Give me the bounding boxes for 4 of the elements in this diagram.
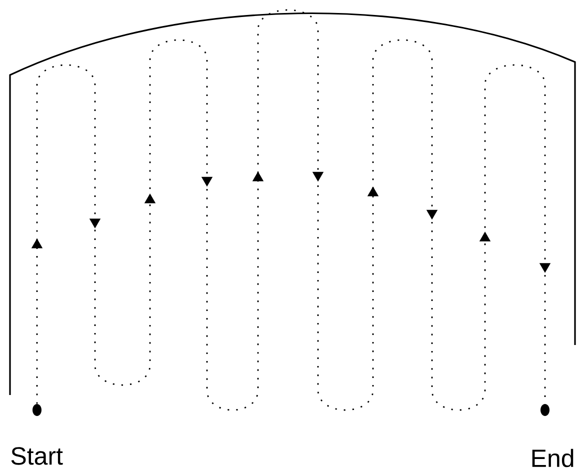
point-label: Start xyxy=(11,447,63,465)
dot xyxy=(540,404,550,416)
point-label: End xyxy=(532,448,574,468)
dot xyxy=(32,404,42,416)
